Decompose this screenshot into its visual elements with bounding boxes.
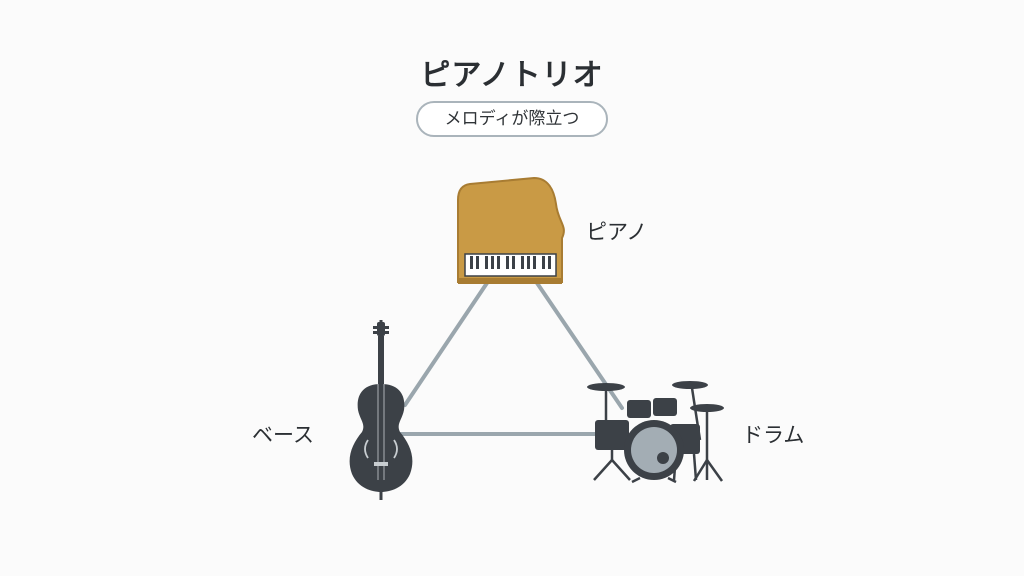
bass-label: ベース bbox=[252, 423, 314, 447]
drum-kit-icon bbox=[587, 381, 724, 484]
subtitle-badge: メロディが際立つ bbox=[416, 101, 608, 137]
drums-label: ドラム bbox=[742, 423, 805, 447]
connector-lines bbox=[396, 281, 624, 436]
grand-piano-icon bbox=[457, 176, 565, 284]
page-title: ピアノトリオ bbox=[420, 58, 604, 93]
piano-label: ピアノ bbox=[586, 220, 648, 244]
double-bass-icon bbox=[349, 320, 413, 500]
connector-piano-bass bbox=[403, 281, 489, 407]
